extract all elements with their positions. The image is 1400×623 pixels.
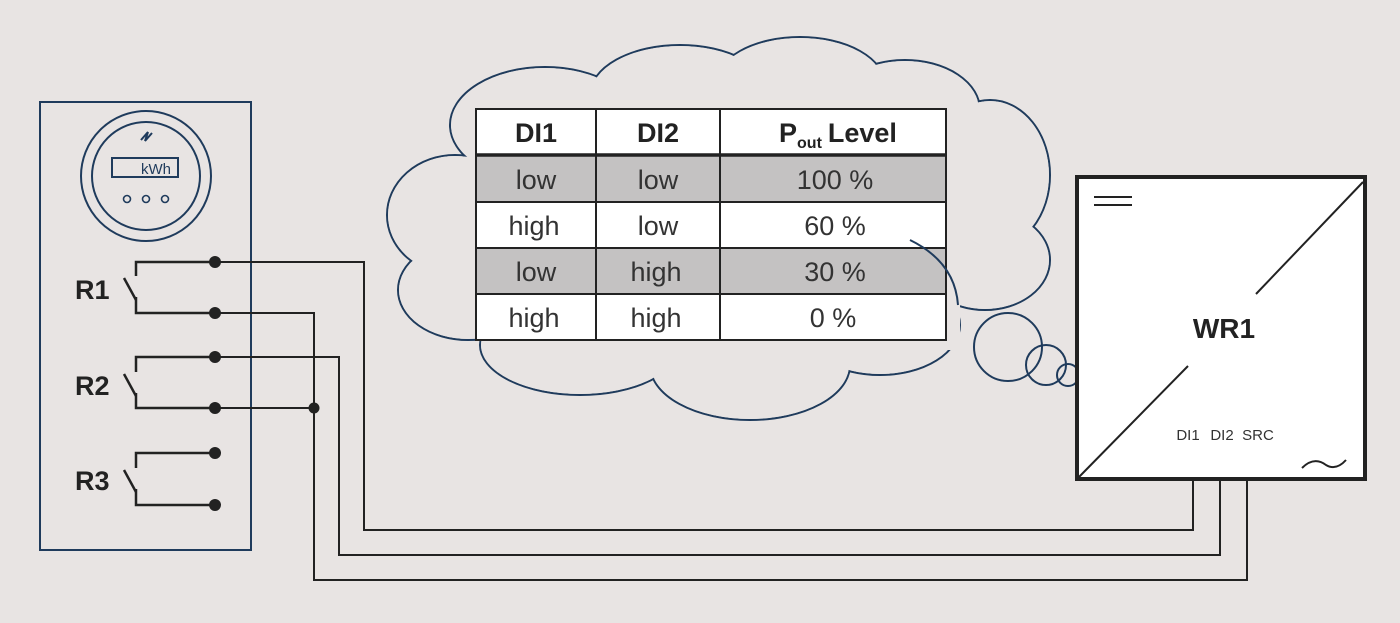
table-cell: 60 % [804, 211, 866, 241]
table-cell: 0 % [810, 303, 857, 333]
table-cell: high [630, 257, 681, 287]
table-row-bg [476, 202, 946, 248]
inverter-label: WR1 [1193, 313, 1255, 344]
wire-r2-to-di2 [215, 356, 1221, 556]
wire-r1-to-di1 [215, 261, 1194, 531]
cloud-edge-arc [909, 239, 959, 306]
meter-unit-label: kWh [141, 161, 171, 178]
relay-r1: R1 [75, 260, 215, 315]
relay-label-r3: R3 [75, 466, 110, 496]
relay-contact-icon [122, 469, 138, 493]
control-table: DI1 DI2 Pout Level low low 100 % high low… [475, 108, 947, 341]
table-row-shade [476, 156, 946, 202]
relay-label-r2: R2 [75, 371, 110, 401]
electricity-meter-icon: kWh [80, 110, 212, 242]
pout-level-word: Level [828, 118, 897, 148]
dc-symbol-icon [1094, 196, 1132, 206]
table-header-pout: Pout Level [779, 118, 897, 152]
pout-subscript: out [797, 135, 823, 152]
table-cell: low [638, 211, 679, 241]
junction-dot [308, 402, 320, 414]
table-cell: 100 % [797, 165, 874, 195]
terminal-label-src: SRC [1242, 427, 1274, 444]
inverter-box [1075, 175, 1367, 481]
meter-dot-icon [141, 194, 151, 204]
relay-r3: R3 [75, 451, 215, 507]
inverter-diagonal [1255, 181, 1364, 295]
table-row-shade [476, 248, 946, 294]
table-cell: low [516, 165, 557, 195]
thought-bubble-medium [1025, 344, 1067, 386]
meter-dot-icon [122, 194, 132, 204]
relay-contact-icon [122, 373, 138, 397]
table-row-bg [476, 294, 946, 340]
inverter-diagonal [1078, 365, 1189, 478]
table-cell: low [638, 165, 679, 195]
thought-bubble-large [973, 312, 1043, 382]
meter-display [111, 157, 179, 178]
wiring [215, 261, 1248, 581]
table-cell: high [630, 303, 681, 333]
relay-contact-icon [122, 277, 138, 301]
terminal-label-di2: DI2 [1210, 427, 1233, 444]
table-header-di2: DI2 [637, 118, 679, 148]
meter-dot-icon [160, 194, 170, 204]
inverter-wr1: WR1 DI1 DI2 SRC [1075, 175, 1367, 481]
lightning-icon [140, 131, 153, 142]
table-cell: low [516, 257, 557, 287]
table-cell: 30 % [804, 257, 866, 287]
terminal-label-di1: DI1 [1176, 427, 1199, 444]
relay-label-r1: R1 [75, 275, 110, 305]
pout-symbol: P [779, 118, 797, 148]
table-header-bg [476, 109, 946, 156]
table-cell: high [508, 303, 559, 333]
relay-r2: R2 [75, 355, 215, 410]
ac-symbol-icon [1301, 459, 1347, 469]
table-cell: high [508, 211, 559, 241]
meter-cabinet [39, 101, 252, 551]
wire-common-to-src [215, 312, 1248, 581]
table-header-di1: DI1 [515, 118, 557, 148]
